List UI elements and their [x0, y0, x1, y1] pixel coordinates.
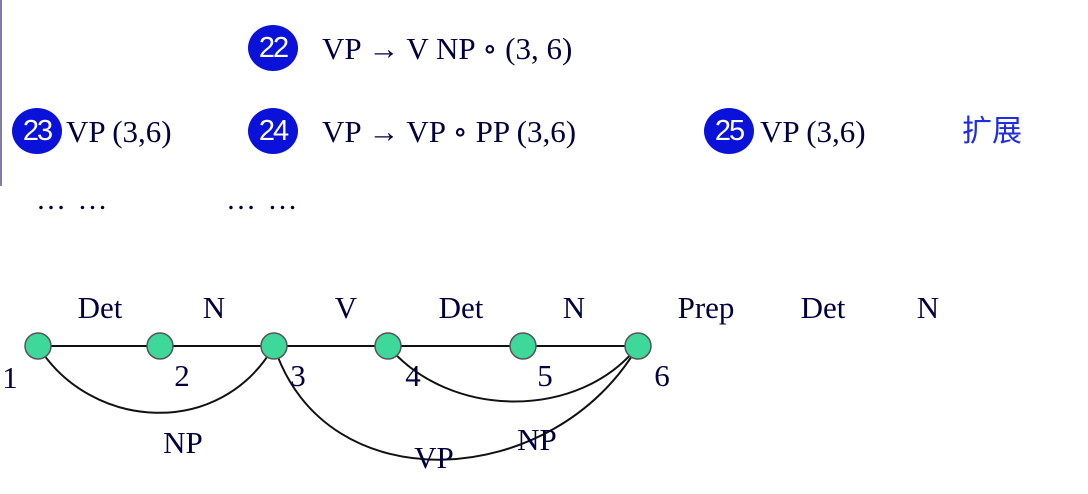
rule-row-23-25: 23 VP (3,6) 24 VP → VP ∘ PP (3,6) 25 VP …: [0, 108, 1088, 158]
left-margin-line: [0, 0, 2, 186]
rule-text-24: VP → VP ∘ PP (3,6): [322, 114, 577, 149]
pos-tag-3: V: [335, 290, 358, 325]
arc-np-4-6: [387, 345, 639, 403]
pos-tags: Det N V Det N Prep Det N: [78, 290, 940, 325]
chart-node-3: [260, 332, 288, 360]
node-label-6: 6: [654, 358, 670, 393]
pos-tag-8: N: [917, 290, 939, 325]
chart-node-1: [24, 332, 52, 360]
arc-label-vp-3-6: VP: [414, 440, 454, 475]
rule-number-badge-22: 22: [248, 25, 298, 71]
pos-tag-7: Det: [801, 290, 846, 325]
arc-label-np-1-3: NP: [163, 425, 203, 460]
arc-vp-3-6: [273, 345, 639, 461]
node-label-4: 4: [405, 358, 421, 393]
pos-tag-1: Det: [78, 290, 123, 325]
pos-tag-5: N: [563, 290, 585, 325]
pos-tag-2: N: [203, 290, 225, 325]
ellipsis-left: … …: [36, 183, 110, 216]
rule-text-25: VP (3,6): [760, 114, 866, 149]
chart-node-6: [624, 332, 652, 360]
node-label-2: 2: [174, 358, 190, 393]
arc-labels: NP VP NP: [163, 422, 557, 475]
rule-number-badge-23: 23: [12, 108, 62, 154]
chart-node-2: [146, 332, 174, 360]
node-label-5: 5: [537, 358, 553, 393]
expand-label: 扩展: [962, 114, 1022, 149]
pos-tag-6: Prep: [678, 290, 735, 325]
chart-nodes: [24, 332, 652, 360]
edges: [37, 345, 639, 461]
chart-node-4: [374, 332, 402, 360]
arc-np-1-3: [37, 345, 275, 414]
arc-label-np-4-6: NP: [517, 422, 557, 457]
node-label-3: 3: [290, 358, 306, 393]
rule-row-22: 22 VP → V NP ∘ (3, 6): [0, 25, 1088, 75]
rule-text-22: VP → V NP ∘ (3, 6): [322, 31, 573, 66]
node-labels: 1 2 3 4 5 6: [2, 358, 670, 395]
rule-text-23: VP (3,6): [66, 114, 172, 149]
pos-tag-4: Det: [439, 290, 484, 325]
chart-node-5: [509, 332, 537, 360]
rule-number-badge-25: 25: [704, 108, 754, 154]
ellipsis-right: … …: [226, 183, 300, 216]
node-label-1: 1: [2, 360, 18, 395]
rule-number-badge-24: 24: [248, 108, 298, 154]
